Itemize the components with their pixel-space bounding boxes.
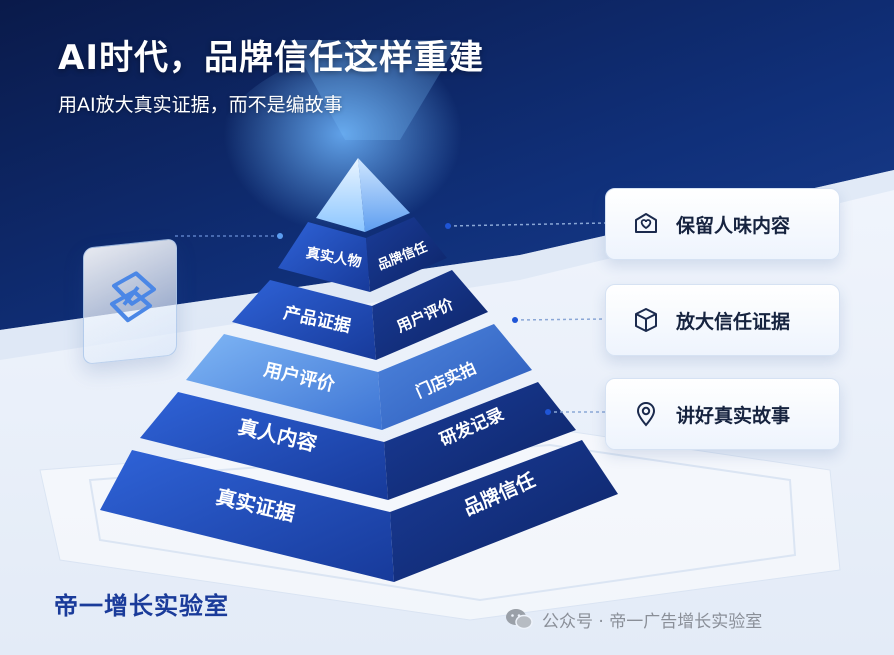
tier-5-right xyxy=(390,440,618,582)
location-pin-icon xyxy=(636,401,656,427)
connector-line-2 xyxy=(514,318,606,321)
feature-card-amplify-trust: 放大信任证据 xyxy=(605,284,840,356)
wechat-watermark: 公众号 · 帝一广告增长实验室 xyxy=(504,606,762,632)
feature-card-label: 保留人味内容 xyxy=(676,214,791,237)
shield-icon xyxy=(110,271,156,323)
connector-dot-3 xyxy=(545,409,551,415)
tier-5-left xyxy=(100,450,394,582)
brand-name: 帝一增长实验室 xyxy=(54,592,229,620)
feature-card-label: 讲好真实故事 xyxy=(676,404,791,427)
page-subtitle: 用AI放大真实证据，而不是编故事 xyxy=(58,94,343,116)
tier-4-right xyxy=(384,382,576,500)
pyramid-cap-left xyxy=(316,158,365,232)
tier-4-left xyxy=(140,392,388,500)
wechat-label: 公众号 · 帝一广告增长实验室 xyxy=(542,611,763,632)
cube-icon xyxy=(635,308,657,332)
page-title: AI时代，品牌信任这样重建 xyxy=(58,38,484,78)
feature-card-label: 放大信任证据 xyxy=(676,310,791,333)
glass-shield-icon-tile xyxy=(83,238,177,365)
tier-3-right xyxy=(378,324,532,430)
tier-2-right xyxy=(372,270,488,360)
pyramid-cap-right xyxy=(358,158,410,232)
feature-card-true-story: 讲好真实故事 xyxy=(605,378,840,450)
heart-box-icon xyxy=(635,213,657,233)
tier-2-left xyxy=(232,280,376,360)
connector-dot-1 xyxy=(445,223,451,229)
connector-line-1 xyxy=(447,222,606,227)
tier-1-right xyxy=(366,217,447,292)
wechat-icon xyxy=(506,609,533,630)
feature-card-keep-human: 保留人味内容 xyxy=(605,188,840,260)
connector-dot-left xyxy=(277,233,283,239)
tier-3-left xyxy=(186,334,382,430)
tier-1-left xyxy=(278,222,370,292)
connector-dot-2 xyxy=(512,317,518,323)
